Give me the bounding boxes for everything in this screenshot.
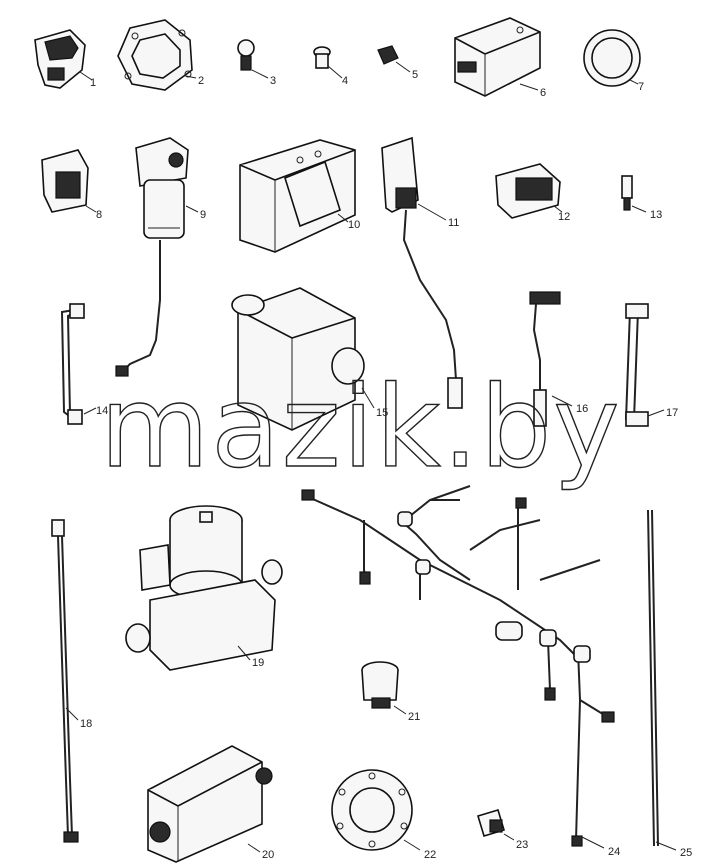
part-13-fitting xyxy=(621,175,647,213)
part-24-wiring-harness xyxy=(301,485,615,849)
label-13: 13 xyxy=(650,209,662,221)
part-10-bracket xyxy=(239,139,356,253)
label-10: 10 xyxy=(348,219,360,231)
label-6: 6 xyxy=(540,87,546,99)
label-17: 17 xyxy=(666,407,678,419)
part-17-pipe xyxy=(625,303,665,427)
part-7-ring xyxy=(583,29,641,87)
label-7: 7 xyxy=(638,81,644,93)
part-18-long-pipe xyxy=(51,519,79,843)
watermark: mazik.by xyxy=(100,363,621,493)
label-14: 14 xyxy=(96,405,108,417)
part-25-rod xyxy=(647,509,677,851)
label-24: 24 xyxy=(608,846,620,858)
label-20: 20 xyxy=(262,849,274,861)
label-9: 9 xyxy=(200,209,206,221)
part-23-plug-connector xyxy=(477,809,515,841)
part-12-relay xyxy=(495,163,563,219)
label-5: 5 xyxy=(412,69,418,81)
part-labels: 1 2 3 4 5 6 7 8 9 10 11 12 13 14 15 16 1… xyxy=(80,69,692,861)
label-16: 16 xyxy=(576,403,588,415)
part-2-gasket xyxy=(117,19,197,91)
part-11-sensor xyxy=(381,136,463,409)
part-21-cap xyxy=(361,661,407,715)
part-4-plug xyxy=(313,46,343,79)
label-25: 25 xyxy=(680,847,692,859)
label-11: 11 xyxy=(448,217,459,229)
part-3-banjo-fitting xyxy=(237,39,269,79)
label-15: 15 xyxy=(376,407,388,419)
label-2: 2 xyxy=(198,75,204,87)
part-19-solenoid-valve xyxy=(125,505,283,671)
label-12: 12 xyxy=(558,211,570,223)
part-15-heater-box xyxy=(231,287,375,431)
part-22-flange-gasket xyxy=(331,769,421,851)
label-18: 18 xyxy=(80,718,92,730)
label-3: 3 xyxy=(270,75,276,87)
part-6-block xyxy=(454,17,541,97)
label-1: 1 xyxy=(90,77,96,89)
part-9-fuel-pump xyxy=(115,137,199,377)
part-5-connector xyxy=(377,45,411,73)
part-20-control-box xyxy=(147,745,273,863)
part-16-temp-sensor xyxy=(529,291,573,427)
part-1-actuator xyxy=(34,29,93,89)
label-8: 8 xyxy=(96,209,102,221)
part-8-ecu-connector xyxy=(41,149,97,213)
label-4: 4 xyxy=(342,75,348,87)
part-14-pipe xyxy=(60,303,97,425)
label-19: 19 xyxy=(252,657,264,669)
label-23: 23 xyxy=(516,839,528,851)
label-22: 22 xyxy=(424,849,436,861)
label-21: 21 xyxy=(408,711,420,723)
